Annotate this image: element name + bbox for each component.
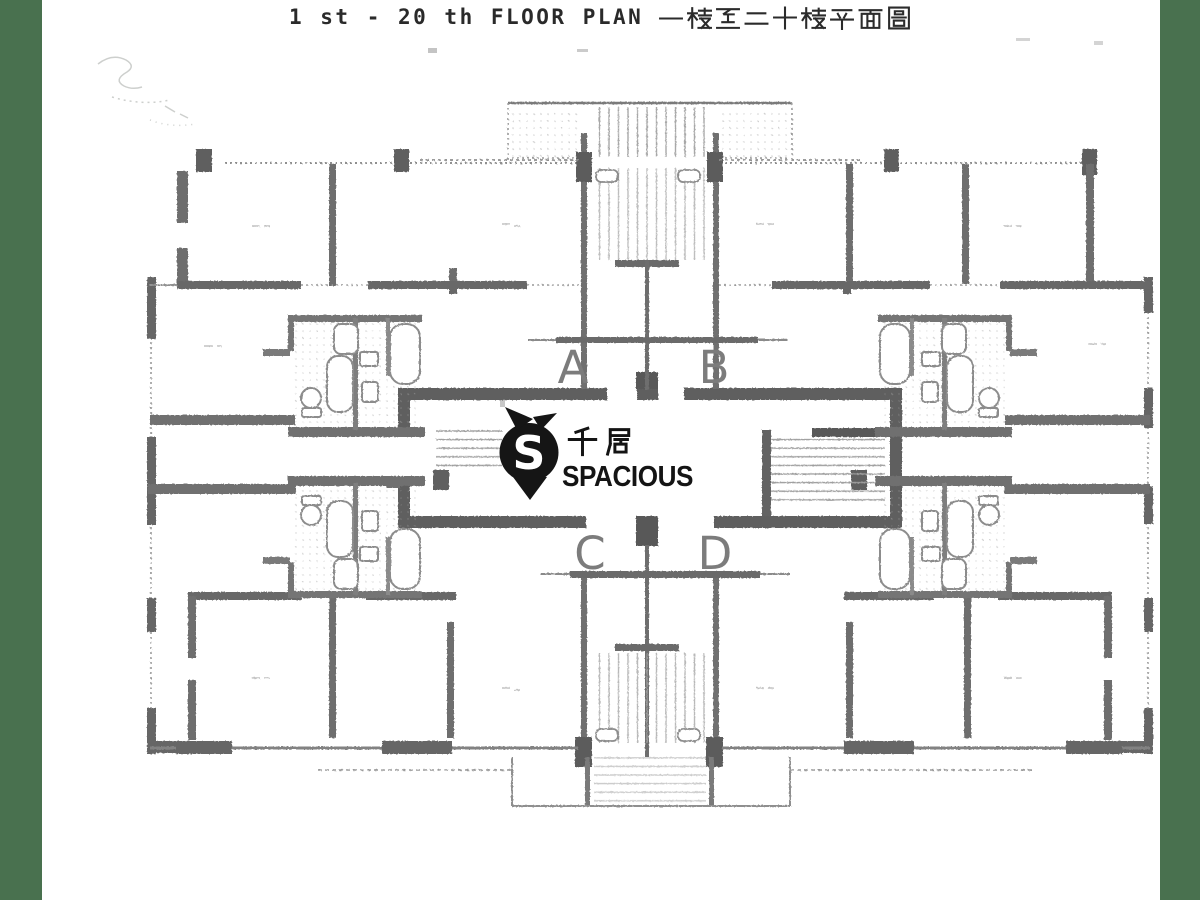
- unit-labels: A B C D: [558, 341, 733, 580]
- chinese-title-glyphs: [659, 6, 910, 30]
- stair-tower-top: [420, 101, 862, 390]
- scan-noise: [97, 38, 1103, 407]
- watermark-logo: S: [499, 407, 559, 500]
- stair-tower-bottom: [511, 545, 791, 807]
- watermark: S SPACIOUS: [499, 407, 694, 500]
- watermark-zh-glyphs: [567, 426, 631, 457]
- room-annotation-marks: [204, 223, 1106, 691]
- top-wing-walls: [150, 149, 1150, 490]
- watermark-logo-letter: S: [512, 426, 545, 480]
- floorplan-title-en: 1 st - 20 th FLOOR PLAN: [289, 5, 644, 29]
- unit-label-d: D: [698, 527, 733, 580]
- watermark-title-en: SPACIOUS: [562, 461, 693, 493]
- central-core: [386, 372, 902, 546]
- unit-label-c: C: [574, 527, 605, 580]
- unit-label-b: B: [699, 341, 730, 394]
- bathroom-cluster-bottom-right: [874, 475, 1038, 599]
- plan-walls: [147, 101, 1153, 807]
- unit-label-a: A: [558, 341, 589, 394]
- bathroom-cluster-bottom-left: [262, 475, 426, 599]
